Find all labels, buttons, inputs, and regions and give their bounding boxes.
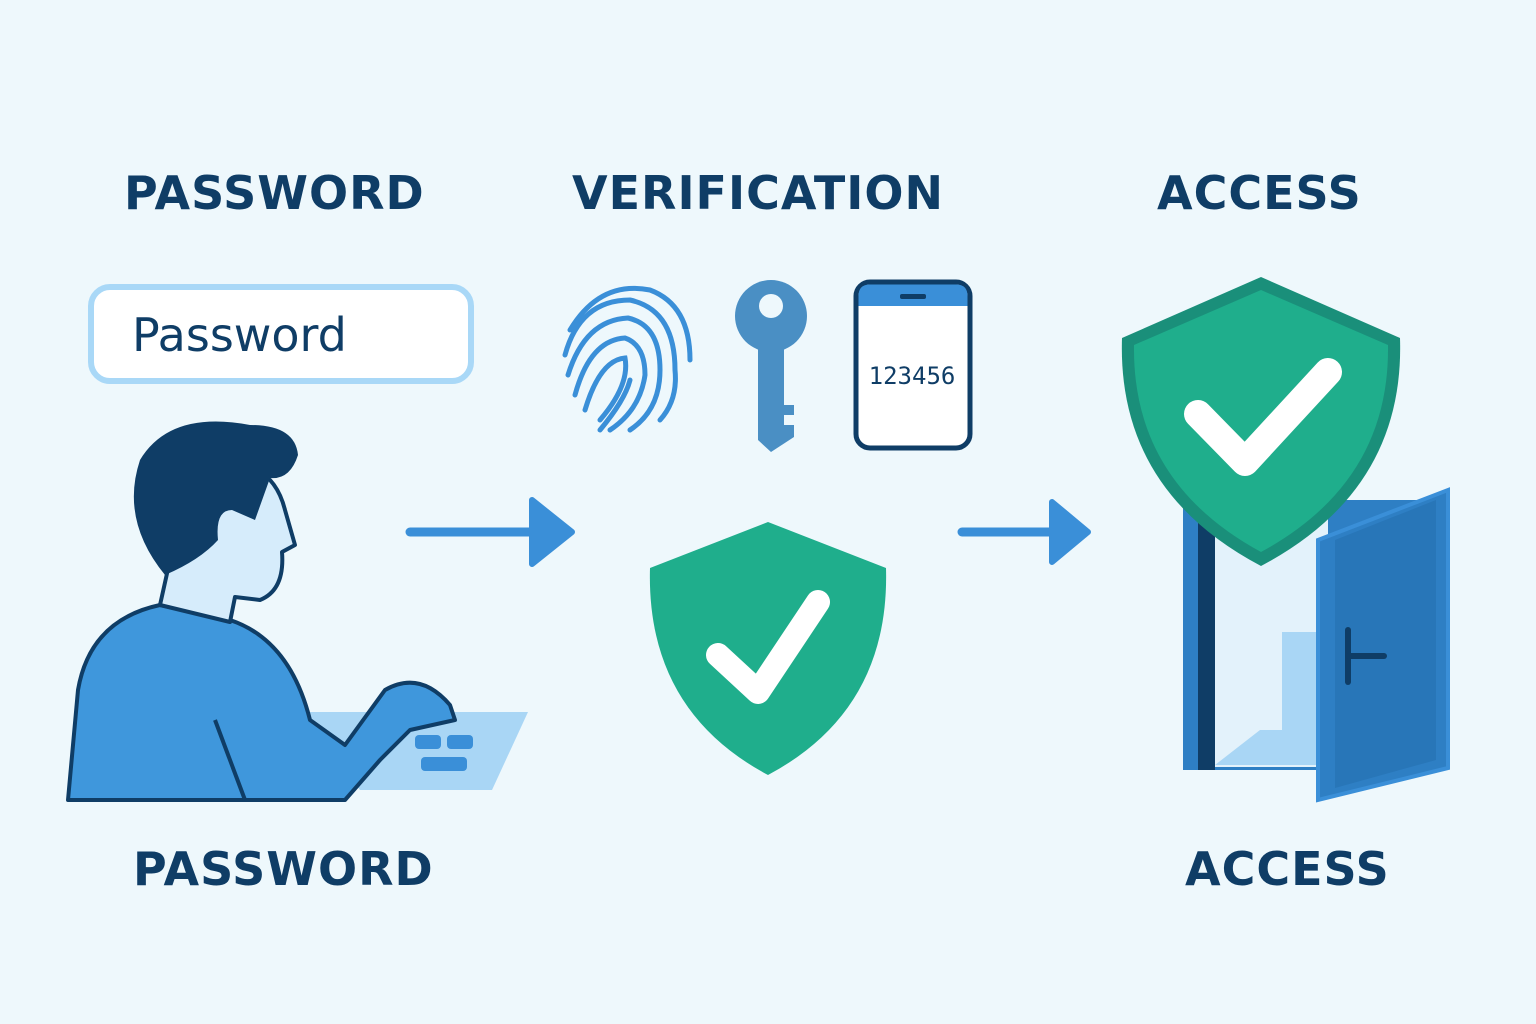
- verification-step-title: VERIFICATION: [572, 166, 944, 220]
- shield-check-icon: [649, 522, 887, 775]
- person-typing-illustration: [66, 421, 528, 802]
- access-caption: ACCESS: [1185, 842, 1390, 896]
- fingerprint-icon: [562, 285, 693, 433]
- arrow-icon: [405, 497, 575, 567]
- password-input-text: Password: [132, 308, 347, 362]
- arrow-icon: [957, 499, 1091, 565]
- otp-code: 123456: [868, 362, 956, 390]
- access-step-title: ACCESS: [1157, 166, 1362, 220]
- password-caption: PASSWORD: [133, 842, 434, 896]
- phone-icon: [853, 279, 973, 451]
- password-input: Password: [88, 284, 474, 384]
- open-door-icon: [1183, 487, 1450, 803]
- password-step-title: PASSWORD: [124, 166, 425, 220]
- key-icon: [735, 280, 807, 452]
- large-shield-check-icon: [1121, 277, 1401, 566]
